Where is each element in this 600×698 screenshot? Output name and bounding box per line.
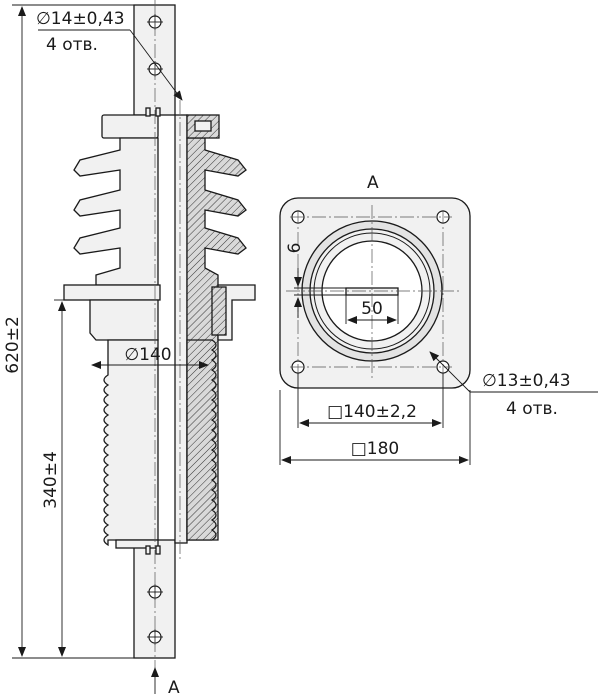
flange-hole-dim-label: ∅13±0,43 <box>482 371 571 391</box>
view-a: A 6 50 ∅13±0,43 <box>279 173 598 465</box>
upper-sheds <box>73 137 159 286</box>
slot-width-label: 50 <box>361 299 383 319</box>
slot-height-label: 6 <box>285 243 305 254</box>
top-hole-count-label: 4 отв. <box>46 35 98 55</box>
view-label-top: A <box>367 173 379 193</box>
section-lower-ribs <box>186 339 217 541</box>
bottom-cap <box>115 539 159 549</box>
total-height-label: 620±2 <box>3 316 23 374</box>
mounting-flange <box>63 284 161 301</box>
flange-neck <box>89 299 159 341</box>
lower-height-label: 340±4 <box>41 451 61 509</box>
section-flange <box>217 284 256 341</box>
body-diameter-label: ∅140 <box>124 345 171 365</box>
center-core <box>174 114 188 544</box>
flange-hole-count-label: 4 отв. <box>506 399 558 419</box>
view-label-bottom: A <box>168 678 180 698</box>
lower-ribbed-body <box>103 339 159 547</box>
left-dimensions: 620±2 340±4 ∅140 ∅14±0,43 4 отв. A <box>3 4 209 698</box>
top-cap <box>101 114 159 139</box>
bushing-view <box>63 0 256 668</box>
top-hole-dim-label: ∅14±0,43 <box>36 9 125 29</box>
hole-spacing-label: □140±2,2 <box>327 402 417 422</box>
flange-size-label: □180 <box>351 439 400 459</box>
